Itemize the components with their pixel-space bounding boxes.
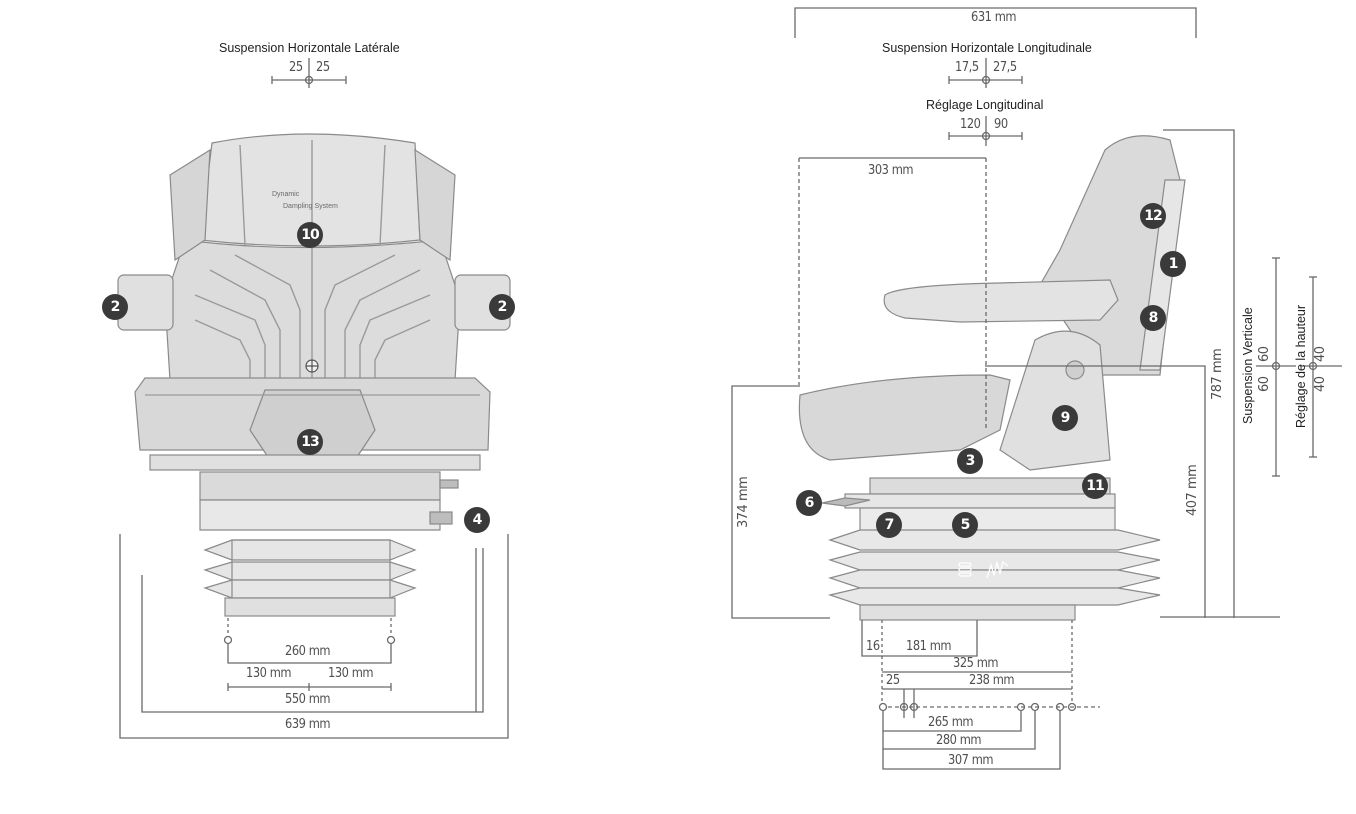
- damping-glyph: [986, 560, 1009, 579]
- longitudinal-suspension-right: 27,5: [993, 60, 1017, 75]
- dim-backrest-height: 787 mm: [1210, 348, 1225, 400]
- longitudinal-adjustment-right: 90: [994, 117, 1008, 132]
- dimension-lines: [119, 7, 1342, 770]
- dim-seat-depth: 303 mm: [868, 163, 914, 178]
- callout-12: 12: [1140, 203, 1166, 229]
- dim-hole-307: 307 mm: [948, 753, 994, 768]
- callout-11: 11: [1082, 473, 1108, 499]
- callout-4: 4: [464, 507, 490, 533]
- dim-base-width: 550 mm: [285, 692, 331, 707]
- dim-offset-25: 25: [886, 673, 900, 688]
- callout-5: 5: [952, 512, 978, 538]
- dim-overall-width: 639 mm: [285, 717, 331, 732]
- callout-8: 8: [1140, 305, 1166, 331]
- longitudinal-suspension-title: Suspension Horizontale Longitudinale: [882, 41, 1092, 55]
- vertical-suspension-up: 60: [1257, 346, 1272, 362]
- lateral-suspension-title: Suspension Horizontale Latérale: [219, 41, 400, 55]
- longitudinal-adjustment-title: Réglage Longitudinal: [926, 98, 1044, 112]
- lateral-suspension-right: 25: [316, 60, 330, 75]
- callout-9: 9: [1052, 405, 1078, 431]
- vertical-suspension-title: Suspension Verticale: [1241, 307, 1255, 424]
- longitudinal-adjustment-left: 120: [960, 117, 981, 132]
- dim-offset-16: 16: [866, 639, 880, 654]
- logo-text-line2: Dampling System: [283, 203, 338, 210]
- vertical-suspension-down: 60: [1257, 376, 1272, 392]
- callout-3: 3: [957, 448, 983, 474]
- dim-overall-length: 631 mm: [971, 10, 1017, 25]
- longitudinal-suspension-left: 17,5: [955, 60, 979, 75]
- dim-mount-spacing: 260 mm: [285, 644, 331, 659]
- dim-hole-265: 265 mm: [928, 715, 974, 730]
- height-adjustment-title: Réglage de la hauteur: [1294, 304, 1308, 428]
- air-spring-glyph: [958, 562, 972, 577]
- dim-rail-length: 238 mm: [969, 673, 1015, 688]
- dim-front-mount: 181 mm: [906, 639, 952, 654]
- height-adjustment-down: 40: [1313, 376, 1328, 392]
- callout-2-left: 2: [102, 294, 128, 320]
- lateral-suspension-left: 25: [289, 60, 303, 75]
- dim-half-left: 130 mm: [246, 666, 292, 681]
- logo-text-line1: Dynamic: [272, 191, 300, 198]
- dim-sip-height: 407 mm: [1185, 464, 1200, 516]
- dim-mount-length: 325 mm: [953, 656, 999, 671]
- dim-seat-height: 374 mm: [736, 476, 751, 528]
- callout-13: 13: [297, 429, 323, 455]
- front-seat-illustration: [117, 133, 511, 617]
- callout-7: 7: [876, 512, 902, 538]
- side-seat-illustration: [798, 135, 1186, 621]
- dim-hole-280: 280 mm: [936, 733, 982, 748]
- dim-half-right: 130 mm: [328, 666, 374, 681]
- height-adjustment-up: 40: [1313, 346, 1328, 362]
- callout-6: 6: [796, 490, 822, 516]
- callout-10: 10: [297, 222, 323, 248]
- callout-2-right: 2: [489, 294, 515, 320]
- callout-1: 1: [1160, 251, 1186, 277]
